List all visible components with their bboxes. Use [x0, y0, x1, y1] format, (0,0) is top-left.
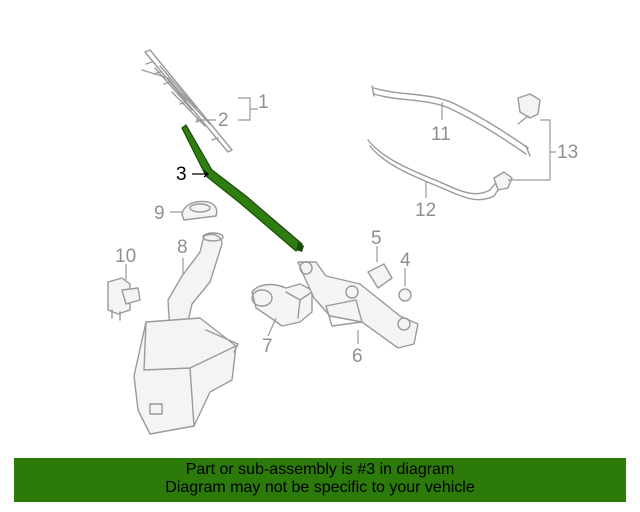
wiper-motor-part-7[interactable]	[251, 283, 313, 327]
callout-6: 6	[352, 346, 363, 367]
leader-13	[508, 119, 556, 181]
callout-7: 7	[262, 336, 273, 357]
washer-nozzle-part-13-lower[interactable]	[493, 171, 513, 191]
washer-hose-part-12[interactable]	[367, 139, 503, 201]
callout-2: 2	[218, 110, 229, 131]
callout-9: 9	[154, 203, 165, 224]
callout-3[interactable]: 3	[176, 164, 187, 185]
washer-hose-part-11[interactable]	[371, 85, 531, 157]
callout-4: 4	[400, 250, 411, 271]
callout-8: 8	[177, 237, 188, 258]
callout-10: 10	[115, 246, 136, 267]
nut-part-4[interactable]	[398, 288, 412, 302]
banner-line-2: Diagram may not be specific to your vehi…	[165, 479, 475, 496]
wiper-linkage-part-6[interactable]	[297, 261, 419, 349]
leader-1	[238, 97, 258, 121]
cap-part-9[interactable]	[181, 200, 218, 221]
callout-5: 5	[371, 228, 382, 249]
callout-1: 1	[258, 92, 269, 113]
callout-12: 12	[415, 200, 436, 221]
leader-3	[192, 170, 209, 178]
info-banner: Part or sub-assembly is #3 in diagram Di…	[14, 458, 626, 502]
callout-13: 13	[557, 142, 578, 163]
parts-diagram: 1 2 3 4 5 6 7 8 9 10 11 12 13	[107, 49, 578, 435]
washer-nozzle-part-13-upper[interactable]	[517, 93, 541, 125]
leader-7	[267, 317, 277, 337]
washer-reservoir-part-8[interactable]	[133, 232, 239, 435]
wiper-arm-part-3[interactable]	[181, 124, 304, 252]
callout-11: 11	[431, 124, 451, 145]
banner-line-1: Part or sub-assembly is #3 in diagram	[185, 461, 455, 478]
washer-pump-part-10[interactable]	[107, 277, 141, 321]
pivot-cap-part-5[interactable]	[367, 263, 393, 289]
